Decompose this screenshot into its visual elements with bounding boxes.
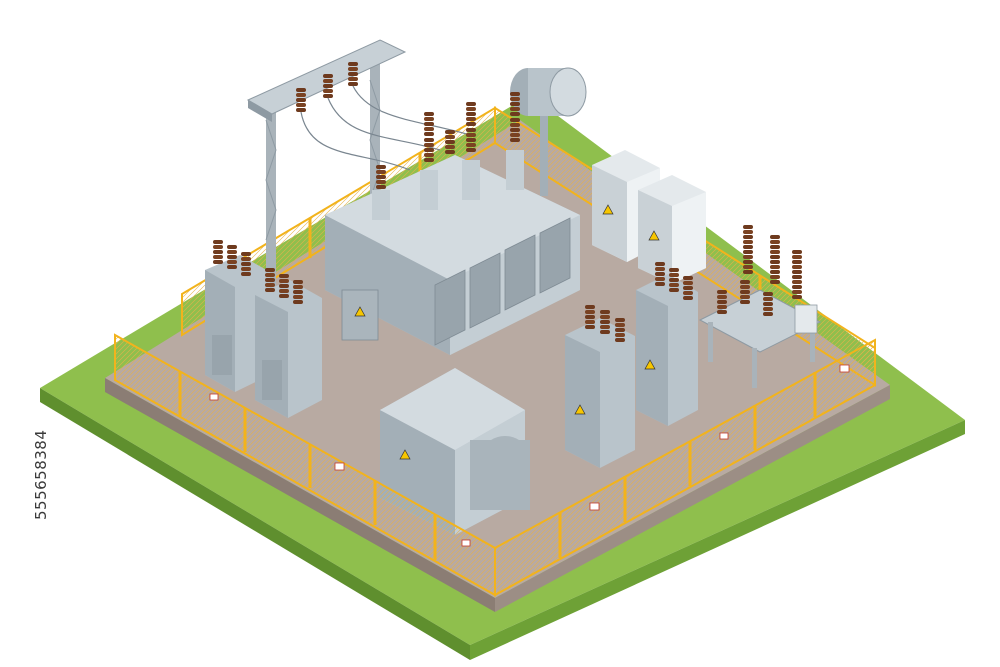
front-transformer bbox=[380, 368, 530, 535]
left-transformers bbox=[205, 240, 322, 418]
gantry-tower bbox=[246, 39, 471, 290]
disconnect-switch bbox=[698, 225, 822, 388]
danger-plate-icon bbox=[209, 364, 850, 547]
right-transformers bbox=[565, 262, 698, 468]
main-transformer bbox=[325, 67, 587, 355]
control-cabinets bbox=[592, 150, 706, 284]
stock-id-watermark: 555658384 bbox=[32, 429, 50, 520]
front-fence bbox=[114, 333, 876, 597]
